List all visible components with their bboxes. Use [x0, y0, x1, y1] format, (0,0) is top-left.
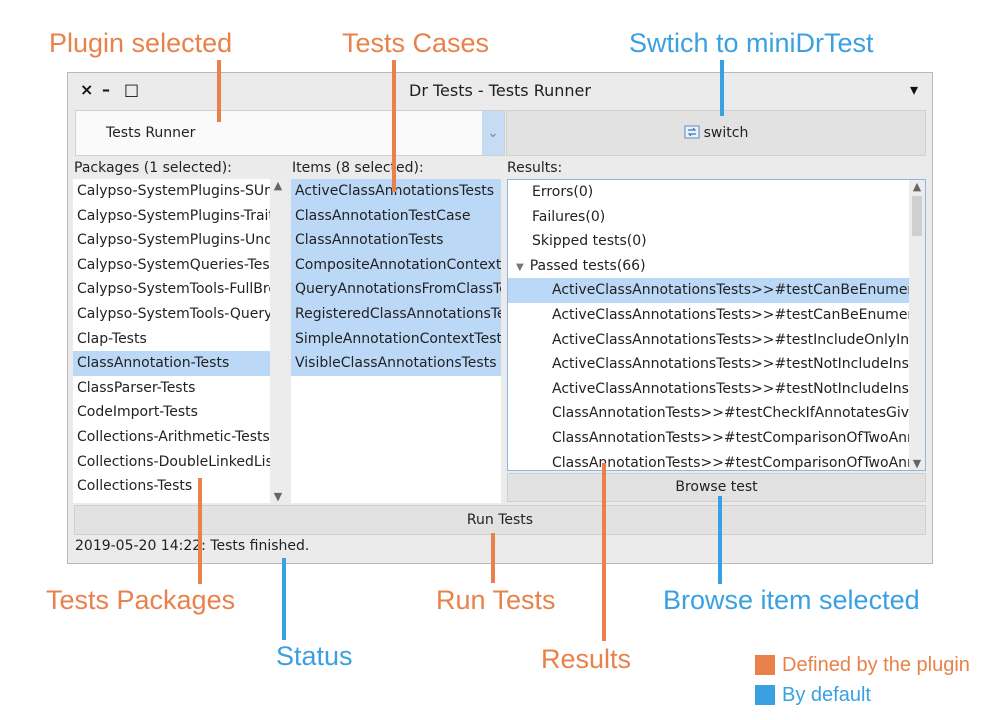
result-test-item[interactable]: ActiveClassAnnotationsTests>>#testInclud…: [552, 331, 909, 348]
result-group[interactable]: Skipped tests(0): [532, 233, 647, 250]
window-title: Dr Tests - Tests Runner: [409, 81, 591, 100]
results-tree[interactable]: Errors(0) Failures(0) Skipped tests(0) ▼ Pas…: [507, 179, 926, 471]
package-list-item[interactable]: CodeImport-Tests: [77, 404, 198, 421]
items-header: Items (8 selected):: [292, 160, 424, 176]
package-list-item[interactable]: Clap-Tests: [77, 330, 147, 347]
packages-header: Packages (1 selected):: [74, 160, 232, 176]
package-list-item[interactable]: Calypso-SystemTools-FullBrowser: [77, 281, 270, 298]
maximize-icon[interactable]: □: [124, 80, 140, 99]
scroll-down-icon[interactable]: ▼: [273, 490, 283, 503]
connector-browse: [718, 496, 722, 584]
result-test-item[interactable]: ClassAnnotationTests>>#testCheckIfAnnota…: [552, 405, 909, 422]
result-test-item[interactable]: ClassAnnotationTests>>#testComparisonOfT…: [552, 454, 909, 471]
test-case-list-item[interactable]: ClassAnnotationTestCase: [291, 203, 501, 229]
results-header: Results:: [507, 160, 563, 176]
test-case-list-item[interactable]: QueryAnnotationsFromClassTest: [291, 277, 501, 302]
package-list-item[interactable]: Collections-DoubleLinkedList: [77, 453, 270, 470]
items-list[interactable]: ActiveClassAnnotationsTestsClassAnnotati…: [291, 179, 501, 503]
result-test-item[interactable]: ActiveClassAnnotationsTests>>#testNotInc…: [552, 356, 909, 373]
package-list-item[interactable]: ClassAnnotation-Tests: [73, 351, 270, 376]
legend-plugin-swatch: [755, 655, 775, 675]
annotation-status: Status: [276, 641, 353, 671]
annotation-tests-cases: Tests Cases: [342, 28, 490, 58]
dr-tests-window: × – □ Dr Tests - Tests Runner ▾ Tests Ru…: [67, 72, 933, 564]
title-bar: × – □ Dr Tests - Tests Runner ▾: [68, 73, 932, 109]
annotation-switch: Swtich to miniDrTest: [629, 28, 874, 58]
result-group[interactable]: Errors(0): [532, 184, 594, 200]
packages-scrollbar[interactable]: ▲ ▼: [270, 179, 286, 503]
scroll-up-icon[interactable]: ▲: [912, 180, 922, 193]
window-menu-icon[interactable]: ▾: [910, 80, 919, 99]
scroll-up-icon[interactable]: ▲: [273, 179, 283, 192]
annotation-results: Results: [541, 644, 632, 674]
result-test-item[interactable]: ActiveClassAnnotationsTests>>#testNotInc…: [552, 380, 909, 397]
package-list-item[interactable]: Calypso-SystemPlugins-Traits: [77, 207, 270, 224]
connector-status: [282, 558, 286, 640]
switch-button[interactable]: switch: [506, 110, 926, 156]
package-list-item[interactable]: Collections-Arithmetic-Tests: [77, 428, 270, 445]
connector-run-tests: [491, 533, 495, 583]
status-bar: 2019-05-20 14:22: Tests finished.: [75, 538, 310, 554]
result-group-label: Passed tests(66): [529, 257, 646, 274]
annotation-tests-packages: Tests Packages: [46, 585, 236, 615]
scroll-thumb[interactable]: [912, 196, 922, 236]
annotation-plugin-selected: Plugin selected: [49, 28, 233, 58]
test-case-list-item[interactable]: RegisteredClassAnnotationsTest: [291, 301, 501, 327]
legend-plugin-label: Defined by the plugin: [782, 654, 970, 676]
result-test-item[interactable]: ActiveClassAnnotationsTests>>#testCanBeE…: [508, 278, 909, 303]
legend-default-swatch: [755, 685, 775, 705]
connector-results: [602, 463, 606, 641]
package-list-item[interactable]: ClassParser-Tests: [77, 379, 196, 396]
test-case-list-item[interactable]: CompositeAnnotationContextTest: [291, 252, 501, 278]
results-scrollbar[interactable]: ▲ ▼: [909, 180, 925, 470]
package-list-item[interactable]: Calypso-SystemPlugins-Undefined: [77, 232, 270, 249]
annotation-run-tests: Run Tests: [436, 585, 556, 615]
browse-test-button[interactable]: Browse test: [507, 473, 926, 502]
expand-triangle-icon[interactable]: ▼: [516, 261, 524, 273]
test-case-list-item[interactable]: ActiveClassAnnotationsTests: [291, 179, 501, 204]
connector-plugin: [217, 60, 221, 122]
result-test-item[interactable]: ClassAnnotationTests>>#testComparisonOfT…: [552, 429, 909, 446]
test-case-list-item[interactable]: ClassAnnotationTests: [291, 228, 501, 253]
test-case-list-item[interactable]: VisibleClassAnnotationsTests: [291, 351, 501, 376]
scroll-down-icon[interactable]: ▼: [912, 457, 922, 470]
connector-packages: [198, 478, 202, 584]
run-tests-button[interactable]: Run Tests: [74, 505, 926, 535]
test-case-list-item[interactable]: SimpleAnnotationContextTests: [291, 326, 501, 352]
connector-tests-cases: [392, 60, 396, 192]
result-group[interactable]: ▼ Passed tests(66): [508, 254, 909, 279]
plugin-dropdown-value: Tests Runner: [106, 125, 196, 141]
package-list-item[interactable]: Collections-Tests: [77, 478, 193, 495]
legend-default-label: By default: [782, 684, 871, 706]
result-test-item[interactable]: ActiveClassAnnotationsTests>>#testCanBeE…: [552, 306, 909, 323]
plugin-dropdown[interactable]: Tests Runner ⌄: [75, 110, 505, 156]
package-list-item[interactable]: Calypso-SystemPlugins-SUnit: [77, 183, 270, 199]
minimize-icon[interactable]: –: [102, 80, 110, 99]
chevron-down-icon[interactable]: ⌄: [482, 111, 504, 155]
package-list-item[interactable]: Calypso-SystemTools-QueryBrowser: [77, 305, 270, 322]
result-group[interactable]: Failures(0): [532, 208, 606, 225]
annotation-browse: Browse item selected: [663, 585, 920, 615]
package-list-item[interactable]: Calypso-SystemQueries-Tests: [77, 256, 270, 273]
switch-button-label: switch: [703, 125, 749, 141]
switch-icon: [684, 125, 700, 139]
close-icon[interactable]: ×: [80, 80, 94, 99]
connector-switch: [720, 60, 724, 116]
